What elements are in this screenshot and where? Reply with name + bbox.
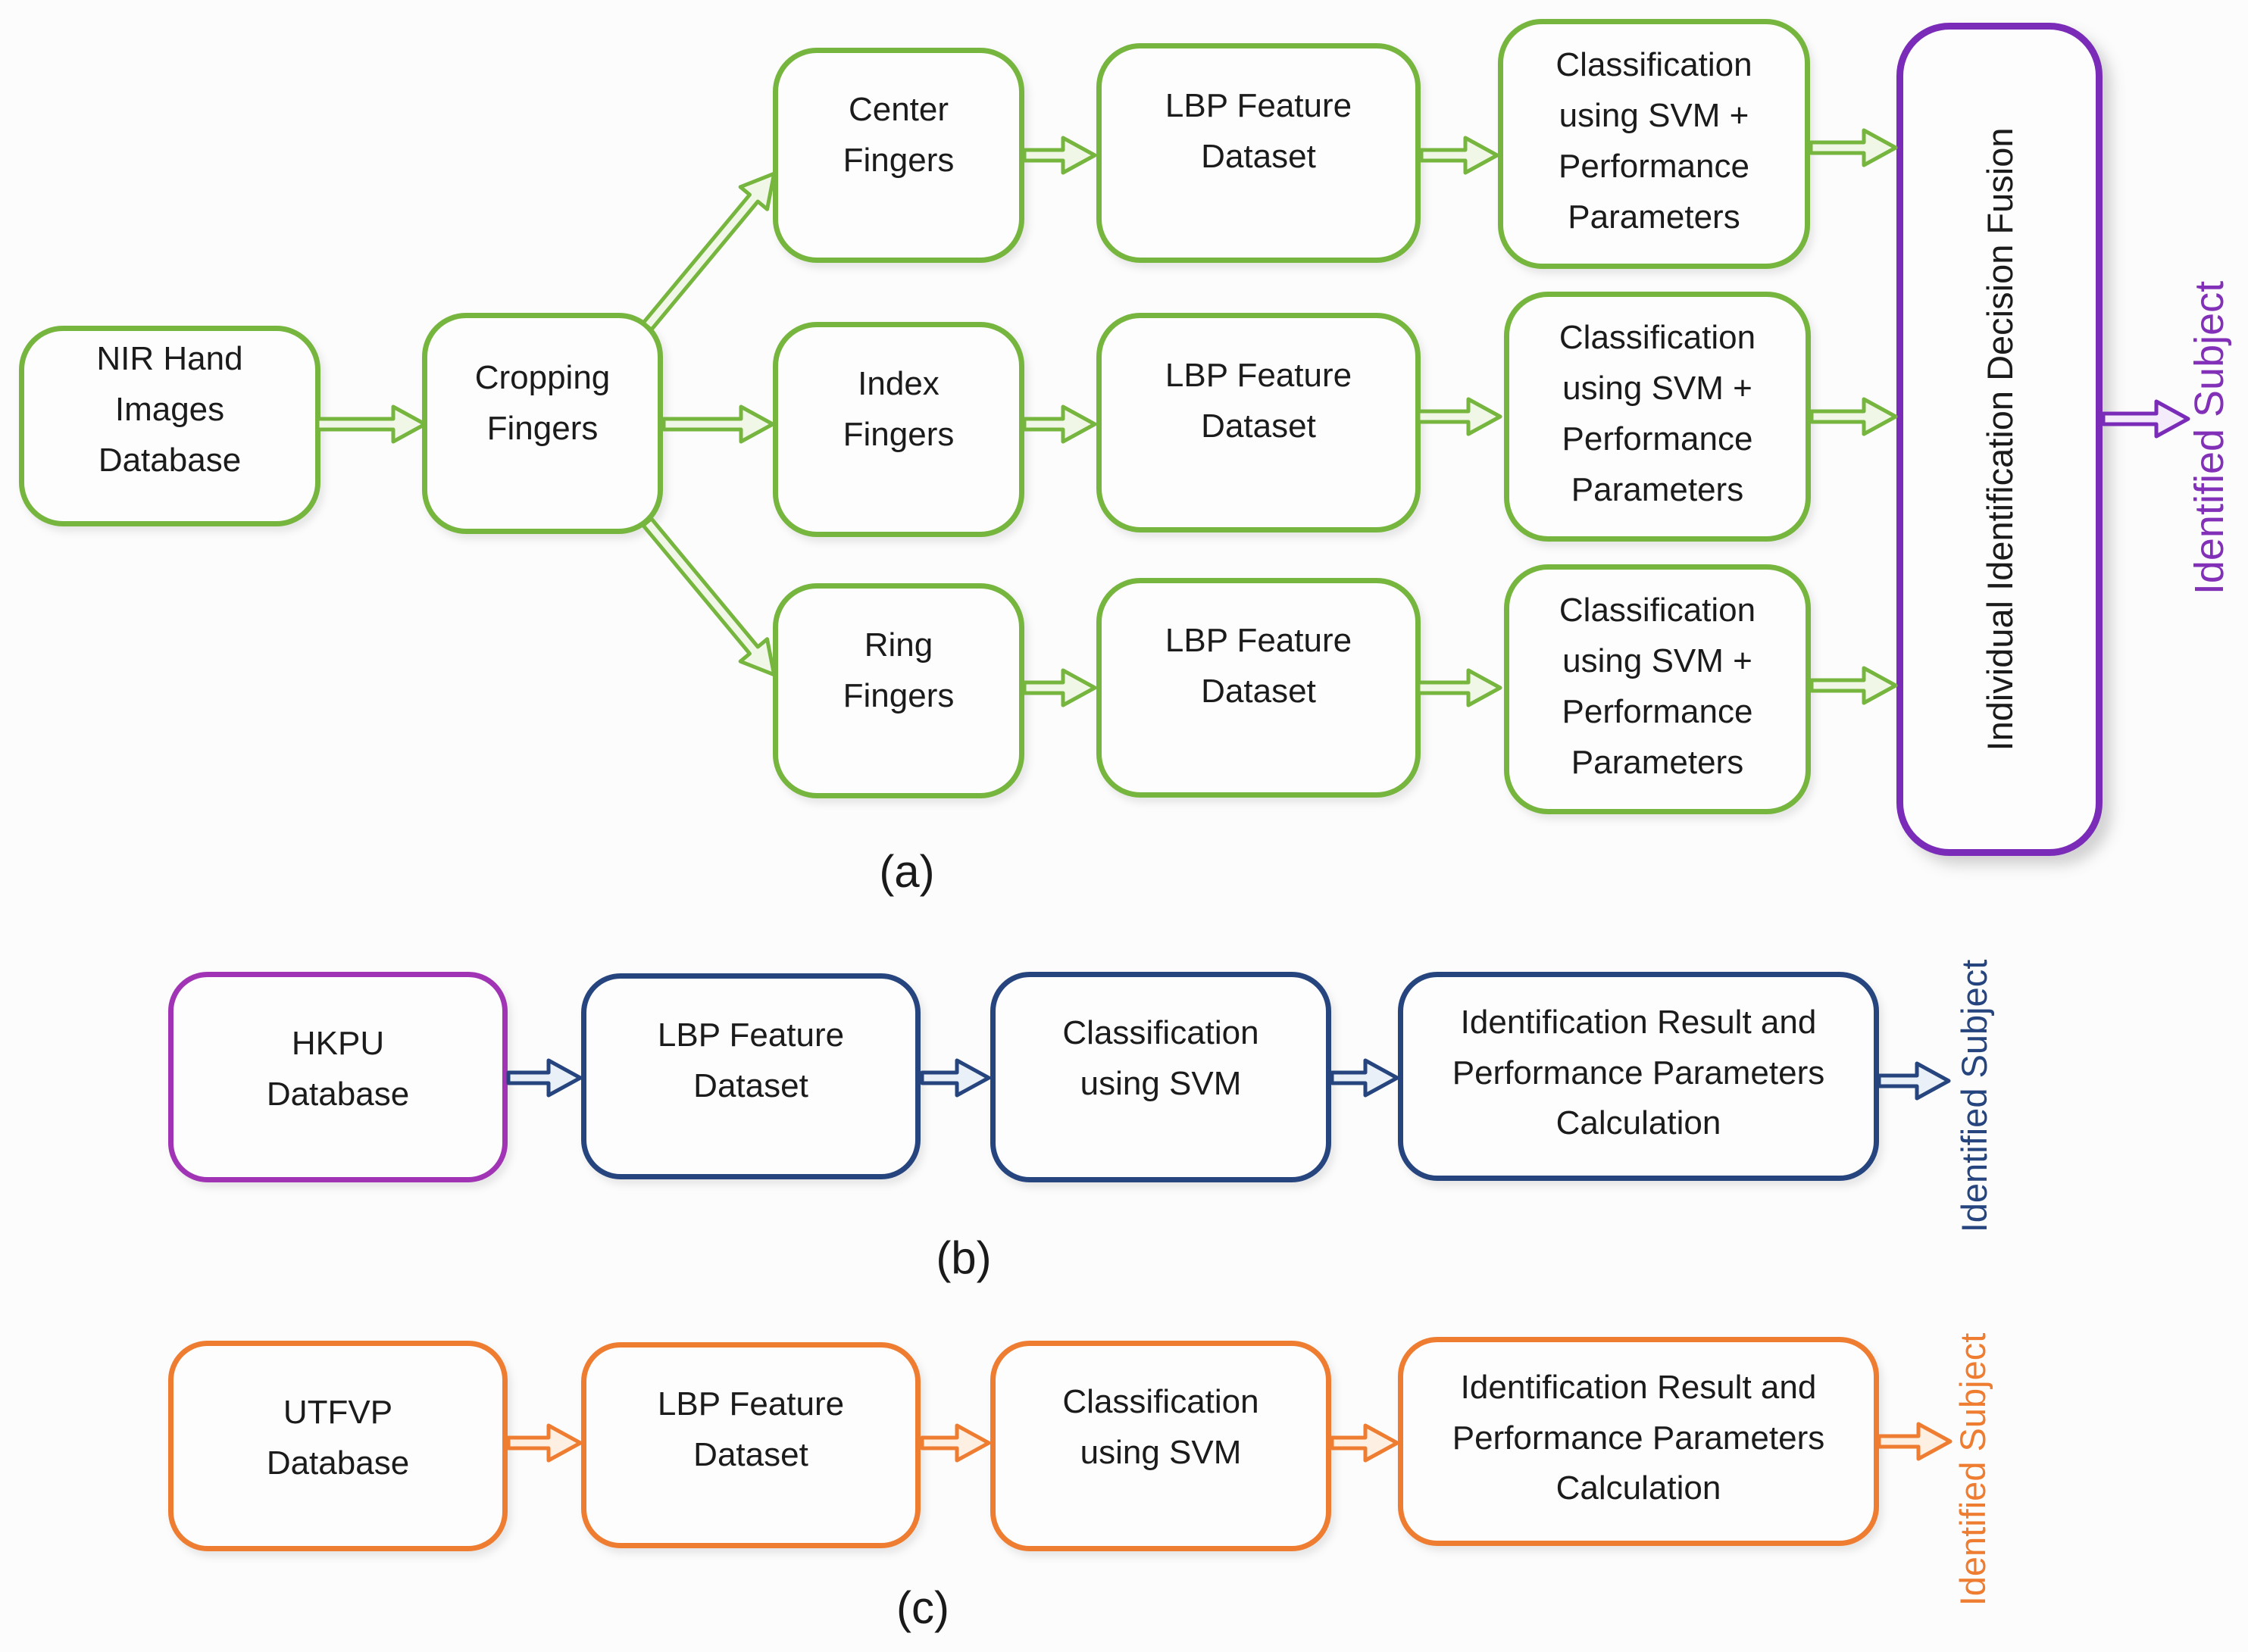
node-label: Identification Result and Performance Pa… — [1452, 1003, 1825, 1142]
text-identified-subject-a: Identified Subject — [2187, 280, 2232, 595]
label-panel-b: (b) — [936, 1232, 992, 1283]
text-identified-subject-b: Identified Subject — [1953, 959, 1994, 1233]
flow-arrow — [1809, 128, 1898, 167]
flow-arrow — [1022, 404, 1096, 444]
node-label: UTFVP Database — [266, 1394, 410, 1482]
node-label: Index Fingers — [843, 365, 955, 453]
node-classification-svm-b: Classification using SVM — [990, 972, 1331, 1182]
node-lbp-feature-dataset-ring: LBP Feature Dataset — [1096, 578, 1421, 798]
flow-arrow — [506, 1423, 582, 1463]
node-lbp-feature-dataset-index: LBP Feature Dataset — [1096, 313, 1421, 532]
node-classification-svm-center: Classification using SVM + Performance P… — [1498, 19, 1810, 269]
node-label: Cropping Fingers — [474, 359, 611, 447]
node-label: Classification using SVM + Performance P… — [1559, 592, 1756, 781]
node-cropping-fingers: Cropping Fingers — [422, 313, 663, 534]
node-nir-hand-images-database: NIR Hand Images Database — [19, 326, 320, 526]
node-label: Classification using SVM + Performance P… — [1555, 46, 1752, 236]
node-label: LBP Feature Dataset — [657, 1385, 845, 1473]
node-ring-fingers: Ring Fingers — [773, 583, 1024, 798]
node-classification-svm-c: Classification using SVM — [990, 1341, 1331, 1551]
node-hkpu-database: HKPU Database — [168, 972, 508, 1182]
node-lbp-feature-dataset-center: LBP Feature Dataset — [1096, 43, 1421, 263]
node-label: LBP Feature Dataset — [1165, 622, 1352, 710]
flow-arrow — [1022, 136, 1096, 175]
node-index-fingers: Index Fingers — [773, 322, 1024, 537]
node-utfvp-database: UTFVP Database — [168, 1341, 508, 1551]
flow-arrow — [1809, 666, 1897, 705]
text-identified-subject-c: Identified Subject — [1952, 1332, 1993, 1607]
flow-arrow — [1877, 1061, 1951, 1101]
node-lbp-feature-dataset-b: LBP Feature Dataset — [581, 973, 921, 1179]
label-panel-a: (a) — [879, 845, 935, 897]
node-label: NIR Hand Images Database — [96, 340, 243, 479]
flow-arrow — [641, 171, 777, 332]
flow-arrow — [1809, 397, 1897, 436]
node-label: Ring Fingers — [843, 626, 955, 714]
flow-arrow — [661, 404, 775, 444]
node-decision-fusion-label: Individual Identification Decision Fusio… — [1979, 127, 2020, 751]
node-label: Classification using SVM — [1062, 1014, 1259, 1102]
node-label: Classification using SVM — [1062, 1383, 1259, 1471]
node-identification-result-c: Identification Result and Performance Pa… — [1398, 1337, 1879, 1546]
node-lbp-feature-dataset-c: LBP Feature Dataset — [581, 1342, 921, 1548]
label-panel-c: (c) — [896, 1582, 949, 1633]
flow-arrow — [1877, 1422, 1953, 1461]
node-classification-svm-index: Classification using SVM + Performance P… — [1504, 292, 1811, 542]
node-label: LBP Feature Dataset — [1165, 87, 1352, 175]
node-label: Identification Result and Performance Pa… — [1452, 1368, 1825, 1507]
node-center-fingers: Center Fingers — [773, 48, 1024, 263]
node-decision-fusion — [1896, 23, 2103, 856]
flow-arrow — [315, 404, 427, 444]
node-classification-svm-ring: Classification using SVM + Performance P… — [1504, 564, 1811, 814]
flow-arrow — [506, 1058, 582, 1098]
flow-arrow — [1416, 668, 1502, 707]
node-label: Center Fingers — [843, 91, 955, 179]
node-label: LBP Feature Dataset — [657, 1016, 845, 1104]
flow-arrow — [1330, 1058, 1399, 1098]
flow-arrow — [920, 1058, 991, 1098]
node-label: LBP Feature Dataset — [1165, 357, 1352, 445]
flow-arrow — [1419, 136, 1499, 175]
node-identification-result-b: Identification Result and Performance Pa… — [1398, 972, 1879, 1181]
flow-arrow — [920, 1423, 991, 1463]
flow-arrow — [1416, 397, 1502, 436]
flow-arrow — [1022, 668, 1096, 707]
flow-arrow — [1330, 1423, 1399, 1463]
node-label: Classification using SVM + Performance P… — [1559, 319, 1756, 508]
flow-arrow — [2101, 399, 2190, 439]
flow-arrow — [641, 517, 777, 677]
node-label: HKPU Database — [266, 1025, 410, 1113]
